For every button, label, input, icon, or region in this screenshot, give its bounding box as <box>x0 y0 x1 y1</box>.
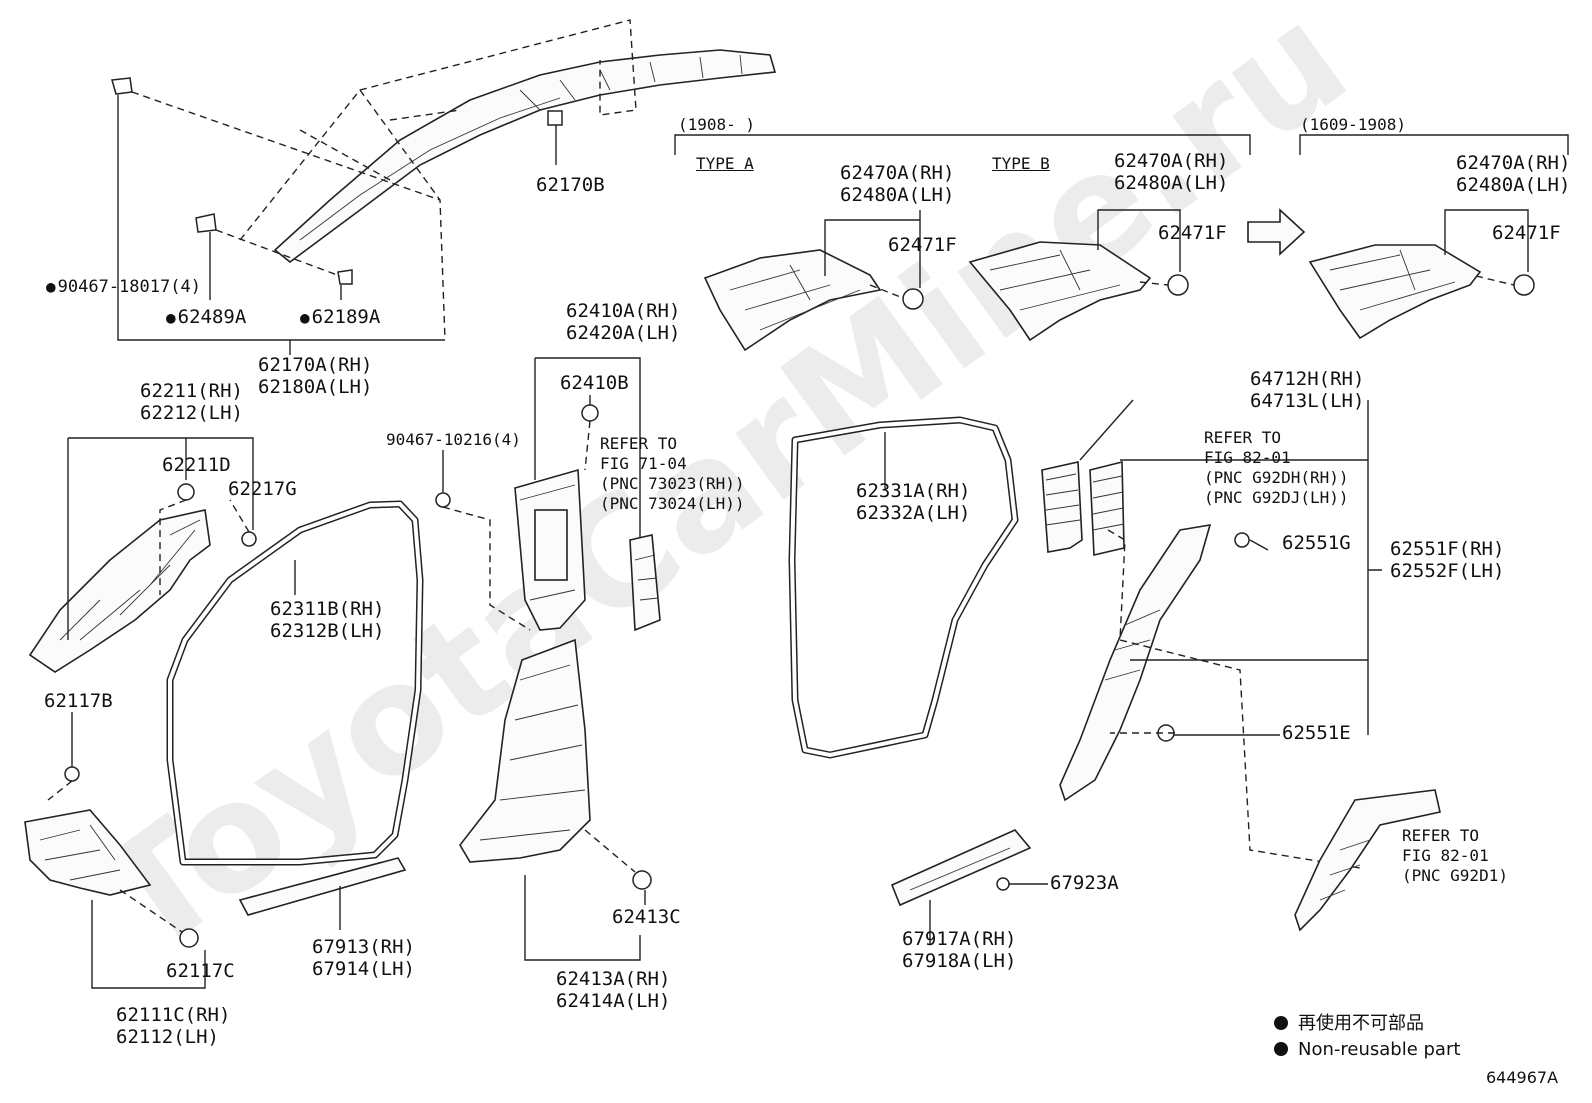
label-62112: 62112(LH) <box>116 1026 219 1048</box>
label-type-a-62470a: 62470A(RH) <box>840 162 955 184</box>
label-62552f: 62552F(LH) <box>1390 560 1505 582</box>
front-door-weatherstrip-drawing <box>166 500 424 866</box>
label-90467-18017: 90467-18017(4) <box>46 276 201 298</box>
label-type-a-62471f: 62471F <box>888 234 957 256</box>
label-early-62480a: 62480A(LH) <box>1456 174 1571 196</box>
label-62111c: 62111C(RH) <box>116 1004 231 1026</box>
label-62410b: 62410B <box>560 372 629 394</box>
refer-fig71-line4: (PNC 73024(LH)) <box>600 494 745 513</box>
refer-fig71-line3: (PNC 73023(RH)) <box>600 474 745 493</box>
label-62551f: 62551F(RH) <box>1390 538 1505 560</box>
refer-fig82b-line3: (PNC G92D1) <box>1402 866 1508 885</box>
label-62117b: 62117B <box>44 690 113 712</box>
roof-side-garnish-drawing <box>111 19 777 355</box>
label-62211: 62211(RH) <box>140 380 243 402</box>
type-b-quarter-trim-drawing <box>968 208 1306 342</box>
label-62212: 62212(LH) <box>140 402 243 424</box>
label-62331a: 62331A(RH) <box>856 480 971 502</box>
label-62180a: 62180A(LH) <box>258 376 373 398</box>
label-type-a-62480a: 62480A(LH) <box>840 184 955 206</box>
b-pillar-lower-drawing <box>459 638 652 961</box>
label-62312b: 62312B(LH) <box>270 620 385 642</box>
label-67917a: 67917A(RH) <box>902 928 1017 950</box>
label-62551e: 62551E <box>1282 722 1351 744</box>
refer-fig71-line2: FIG 71-04 <box>600 454 687 473</box>
label-62413c: 62413C <box>612 906 681 928</box>
refer-fig82a-line1: REFER TO <box>1204 428 1282 447</box>
diagram-code: 644967A <box>1486 1068 1559 1087</box>
rear-door-weatherstrip-drawing <box>788 416 1019 759</box>
label-62551g: 62551G <box>1282 532 1351 554</box>
label-67913: 67913(RH) <box>312 936 415 958</box>
label-62414a: 62414A(LH) <box>556 990 671 1012</box>
legend-jp: 再使用不可部品 <box>1274 1012 1424 1036</box>
label-type-b-62470a: 62470A(RH) <box>1114 150 1229 172</box>
refer-fig82a-line3: (PNC G92DH(RH)) <box>1204 468 1349 487</box>
label-62211d: 62211D <box>162 454 231 476</box>
type-a-quarter-trim-drawing <box>674 134 1251 352</box>
type-a-label: TYPE A <box>696 154 754 173</box>
refer-fig71-line1: REFER TO <box>600 434 678 453</box>
cowl-side-trim-drawing <box>24 712 206 989</box>
legend-en: Non-reusable part <box>1274 1038 1460 1062</box>
b-pillar-upper-drawing <box>435 357 661 632</box>
rear-pillar-garnish-drawing <box>1041 399 1441 932</box>
a-pillar-garnish-drawing <box>28 437 257 673</box>
label-62489a: 62489A <box>166 306 247 329</box>
label-62410a: 62410A(RH) <box>566 300 681 322</box>
label-64713l: 64713L(LH) <box>1250 390 1365 412</box>
refer-fig82a-line4: (PNC G92DJ(LH)) <box>1204 488 1349 507</box>
refer-fig82b-line2: FIG 82-01 <box>1402 846 1489 865</box>
label-62332a: 62332A(LH) <box>856 502 971 524</box>
label-62117c: 62117C <box>166 960 235 982</box>
front-scuff-plate-drawing <box>238 857 407 930</box>
label-62413a: 62413A(RH) <box>556 968 671 990</box>
legend-jp-text: 再使用不可部品 <box>1298 1013 1424 1034</box>
label-early-62471f: 62471F <box>1492 222 1561 244</box>
label-type-b-62480a: 62480A(LH) <box>1114 172 1229 194</box>
refer-fig82b-line1: REFER TO <box>1402 826 1480 845</box>
label-64712h: 64712H(RH) <box>1250 368 1365 390</box>
non-reusable-dot-icon <box>1274 1042 1288 1056</box>
label-67914: 67914(LH) <box>312 958 415 980</box>
label-67918a: 67918A(LH) <box>902 950 1017 972</box>
non-reusable-dot-icon <box>1274 1016 1288 1030</box>
type-b-label: TYPE B <box>992 154 1050 173</box>
label-62170b: 62170B <box>536 174 605 196</box>
legend-en-text: Non-reusable part <box>1298 1039 1461 1060</box>
label-62420a: 62420A(LH) <box>566 322 681 344</box>
bracket-1908: (1908- ) <box>678 115 756 134</box>
early-quarter-trim-drawing <box>1299 134 1569 340</box>
label-62217g: 62217G <box>228 478 297 500</box>
label-62311b: 62311B(RH) <box>270 598 385 620</box>
label-type-b-62471f: 62471F <box>1158 222 1227 244</box>
bracket-1609-1908: (1609-1908) <box>1300 115 1406 134</box>
label-67923a: 67923A <box>1050 872 1119 894</box>
rear-scuff-plate-drawing <box>890 829 1048 945</box>
label-62189a: 62189A <box>300 306 381 329</box>
refer-fig82a-line2: FIG 82-01 <box>1204 448 1291 467</box>
label-early-62470a: 62470A(RH) <box>1456 152 1571 174</box>
label-90467-10216: 90467-10216(4) <box>386 430 521 449</box>
label-62170a: 62170A(RH) <box>258 354 373 376</box>
